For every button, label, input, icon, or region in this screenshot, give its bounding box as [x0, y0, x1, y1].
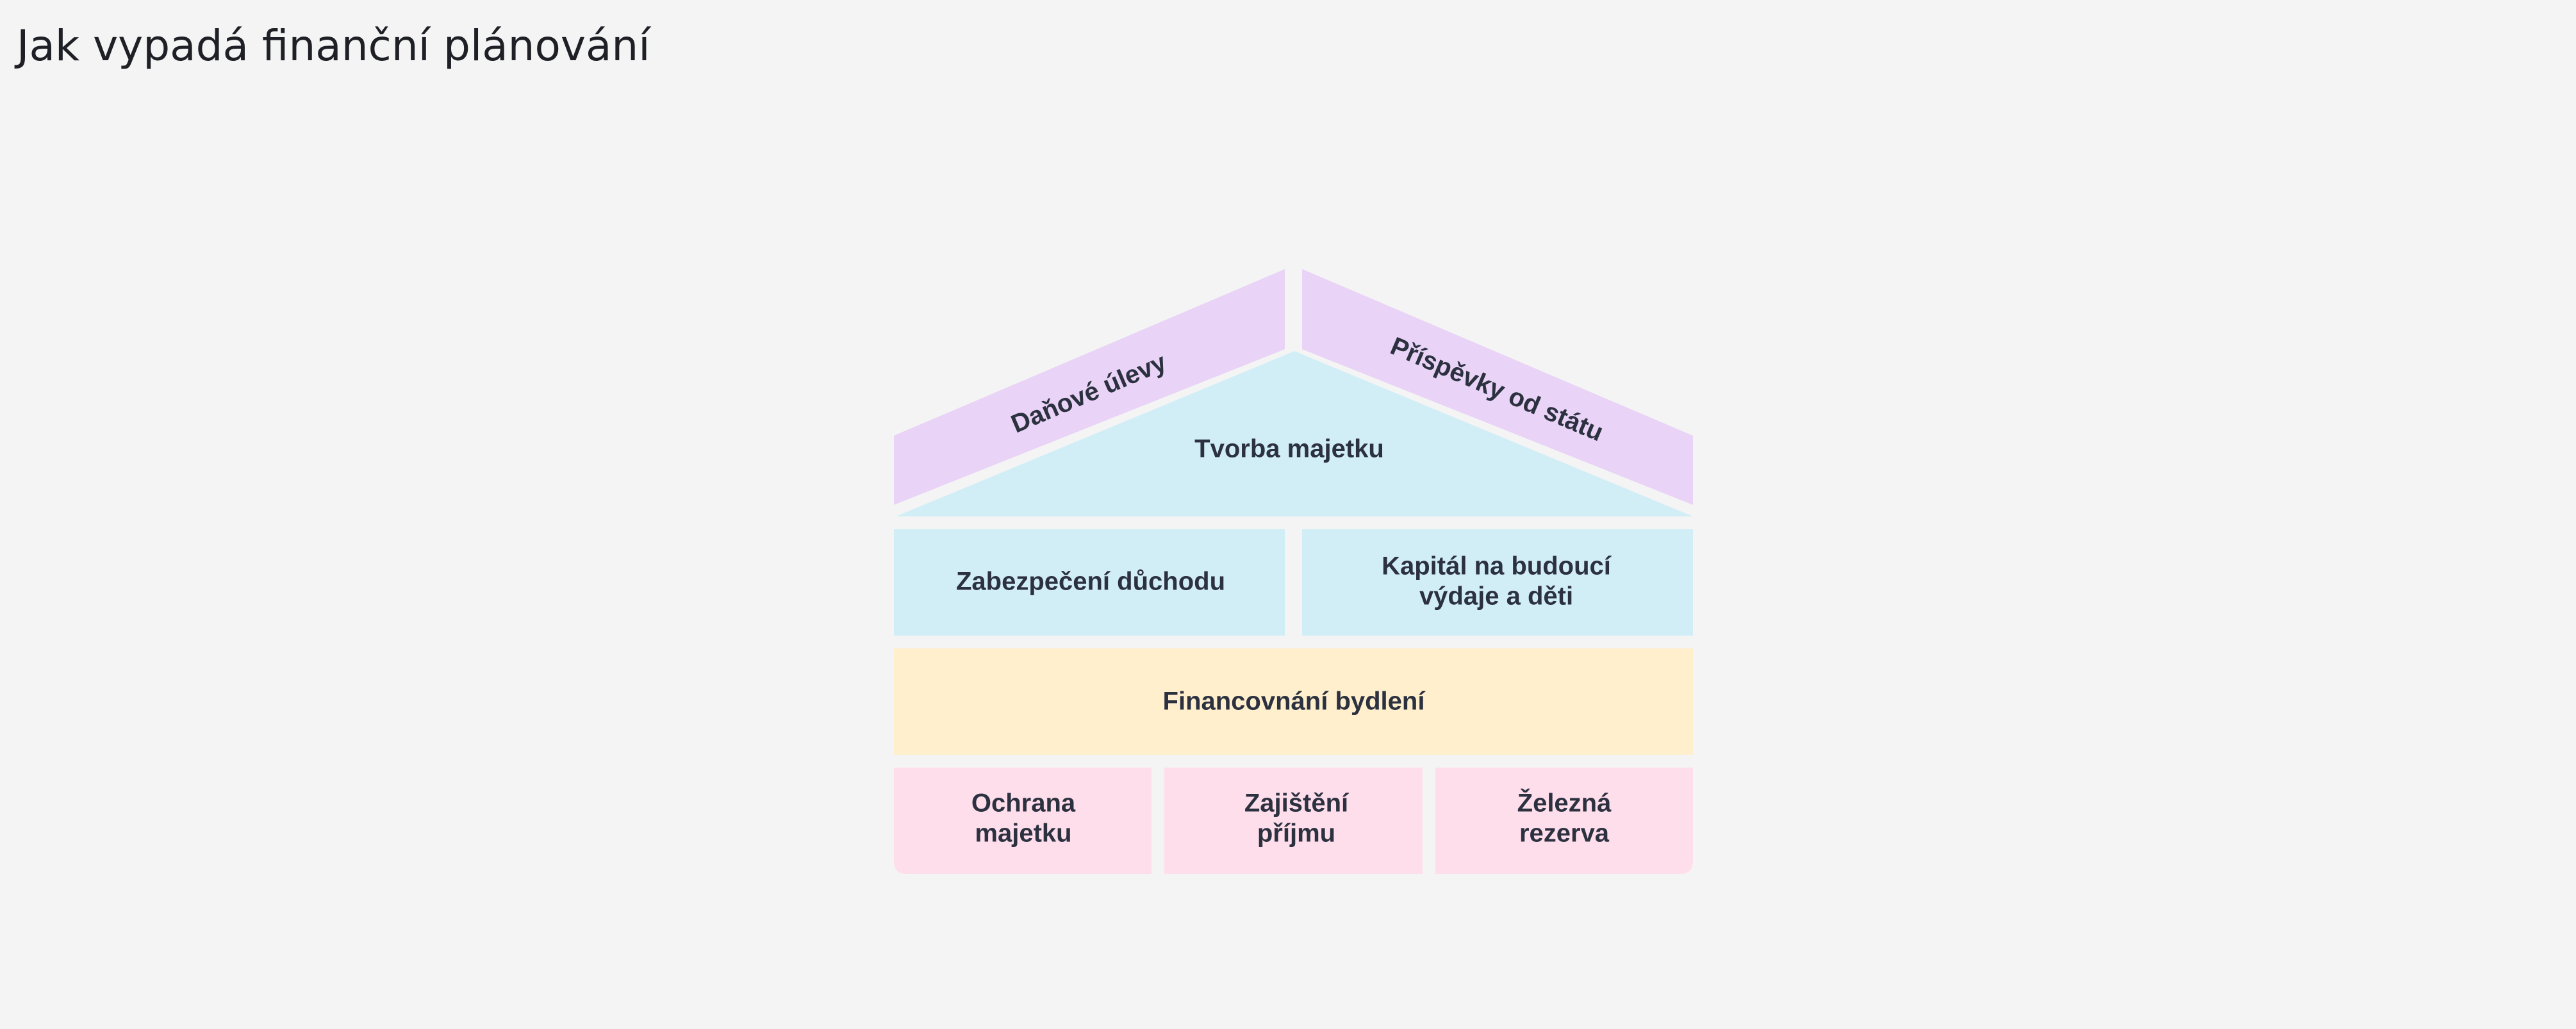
- roof-right-panel: [1302, 269, 1693, 505]
- attic-triangle: [896, 351, 1693, 516]
- foundation-right-label-line1: Železná: [1517, 788, 1612, 818]
- middle-floor-block: [894, 648, 1693, 755]
- foundation-center-label-line2: příjmu: [1257, 819, 1335, 848]
- attic-label: Tvorba majetku: [1194, 435, 1384, 463]
- page-title: Jak vypadá finanční plánování: [17, 21, 650, 70]
- foundation-right-block: [1435, 768, 1693, 874]
- foundation-left-label-line1: Ochrana: [971, 789, 1076, 818]
- roof-left-panel: [894, 269, 1285, 505]
- upper-floor-right-label-line2: výdaje a děti: [1419, 582, 1573, 611]
- middle-floor-label: Financovnání bydlení: [1163, 687, 1426, 716]
- upper-floor-right-block: [1302, 529, 1693, 636]
- upper-floor-left-label: Zabezpečení důchodu: [956, 568, 1225, 596]
- foundation-left-block: [894, 768, 1152, 874]
- foundation-left-label-line2: majetku: [975, 819, 1071, 848]
- foundation-right-label-line2: rezerva: [1519, 819, 1610, 848]
- foundation-center-block: [1164, 768, 1423, 874]
- upper-floor-right-label-line1: Kapitál na budoucí: [1382, 552, 1612, 580]
- upper-floor-left-block: [894, 529, 1285, 636]
- foundation-center-label-line1: Zajištění: [1244, 789, 1350, 818]
